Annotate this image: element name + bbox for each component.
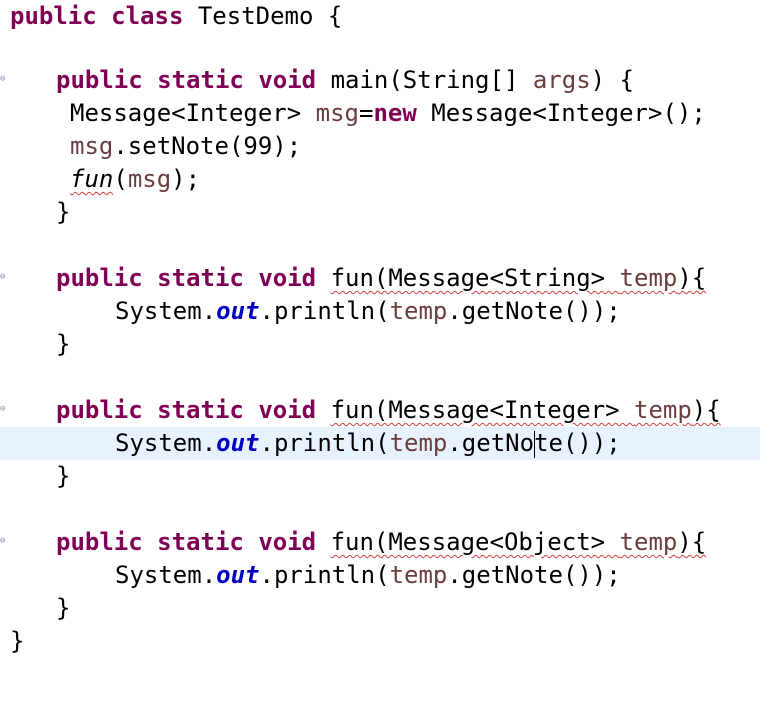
code-line[interactable]: ⊖ public static void main(String[] args)… [0, 64, 760, 97]
code-text: System. [115, 561, 217, 589]
keyword: static [157, 396, 244, 424]
code-text: ) { [590, 66, 635, 94]
method-signature: fun(Message<Integer> [330, 396, 634, 424]
keyword: public [56, 528, 143, 556]
parameter: temp [389, 429, 448, 457]
keyword: void [258, 396, 317, 424]
code-line[interactable]: public class TestDemo { [0, 0, 760, 33]
keyword: new [373, 99, 417, 127]
keyword: void [258, 66, 317, 94]
code-text: ( [113, 165, 128, 193]
closing-brace: } [10, 627, 25, 655]
closing-brace: } [56, 330, 71, 358]
variable: msg [70, 132, 114, 160]
code-line[interactable]: ⊖ public static void fun(Message<String>… [0, 262, 760, 295]
code-line[interactable]: } [0, 460, 760, 493]
closing-brace: } [56, 198, 71, 226]
code-line[interactable]: ⊖ public static void fun(Message<Object>… [0, 526, 760, 559]
keyword: class [111, 2, 184, 30]
code-line[interactable]: ⊖ public static void fun(Message<Integer… [0, 394, 760, 427]
code-text: Message<Integer> [70, 99, 316, 127]
code-line[interactable]: msg.setNote(99); [0, 130, 760, 163]
method-call-error[interactable]: fun [70, 165, 114, 193]
text-caret [534, 430, 536, 458]
fold-collapse-icon[interactable]: ⊖ [0, 74, 6, 84]
code-text: ){ [691, 396, 721, 424]
keyword: public [56, 264, 143, 292]
fold-collapse-icon[interactable]: ⊖ [0, 404, 6, 414]
method-signature: fun(Message<Object> [330, 528, 620, 556]
keyword: void [258, 528, 317, 556]
static-field: out [216, 297, 260, 325]
keyword: void [258, 264, 317, 292]
code-text: .setNote(99); [113, 132, 302, 160]
code-text: .println( [259, 561, 390, 589]
code-line[interactable]: } [0, 592, 760, 625]
keyword: static [157, 66, 244, 94]
code-text: .getNote()); [447, 297, 621, 325]
code-text: Message<Integer>(); [416, 99, 706, 127]
parameter: temp [389, 297, 448, 325]
keyword: public [10, 2, 97, 30]
code-line[interactable]: fun(msg); [0, 163, 760, 196]
code-line[interactable]: System.out.println(temp.getNote()); [0, 295, 760, 328]
static-field: out [216, 429, 260, 457]
closing-brace: } [56, 594, 71, 622]
class-name: TestDemo { [197, 2, 343, 30]
variable: msg [315, 99, 359, 127]
method-signature: main(String[] [330, 66, 533, 94]
code-line[interactable]: Message<Integer> msg=new Message<Integer… [0, 97, 760, 130]
closing-brace: } [56, 462, 71, 490]
keyword: public [56, 66, 143, 94]
code-line[interactable]: } [0, 625, 760, 658]
variable: msg [127, 165, 172, 193]
parameter: temp [619, 528, 678, 556]
parameter: temp [619, 264, 678, 292]
parameter: temp [389, 561, 448, 589]
keyword: static [157, 264, 244, 292]
code-line[interactable]: System.out.println(temp.getNote()); [0, 559, 760, 592]
code-text: ){ [677, 528, 707, 556]
code-text: = [359, 99, 374, 127]
method-signature: fun(Message<String> [330, 264, 620, 292]
fold-collapse-icon[interactable]: ⊖ [0, 536, 6, 546]
code-text: System. [115, 429, 217, 457]
code-text: .getNo [447, 429, 535, 457]
code-text: .println( [259, 297, 390, 325]
code-text: ); [171, 165, 201, 193]
parameter: args [532, 66, 591, 94]
fold-collapse-icon[interactable]: ⊖ [0, 272, 6, 282]
current-code-line[interactable]: System.out.println(temp.getNote()); [0, 427, 760, 460]
code-text: ){ [677, 264, 707, 292]
code-line[interactable]: } [0, 196, 760, 229]
keyword: static [157, 528, 244, 556]
code-text: System. [115, 297, 217, 325]
keyword: public [56, 396, 143, 424]
parameter: temp [634, 396, 692, 424]
code-editor[interactable]: public class TestDemo { ⊖ public static … [0, 0, 760, 660]
code-text: .getNote()); [447, 561, 621, 589]
code-text: .println( [259, 429, 390, 457]
static-field: out [216, 561, 260, 589]
code-text: te()); [534, 429, 621, 457]
code-line[interactable]: } [0, 328, 760, 361]
